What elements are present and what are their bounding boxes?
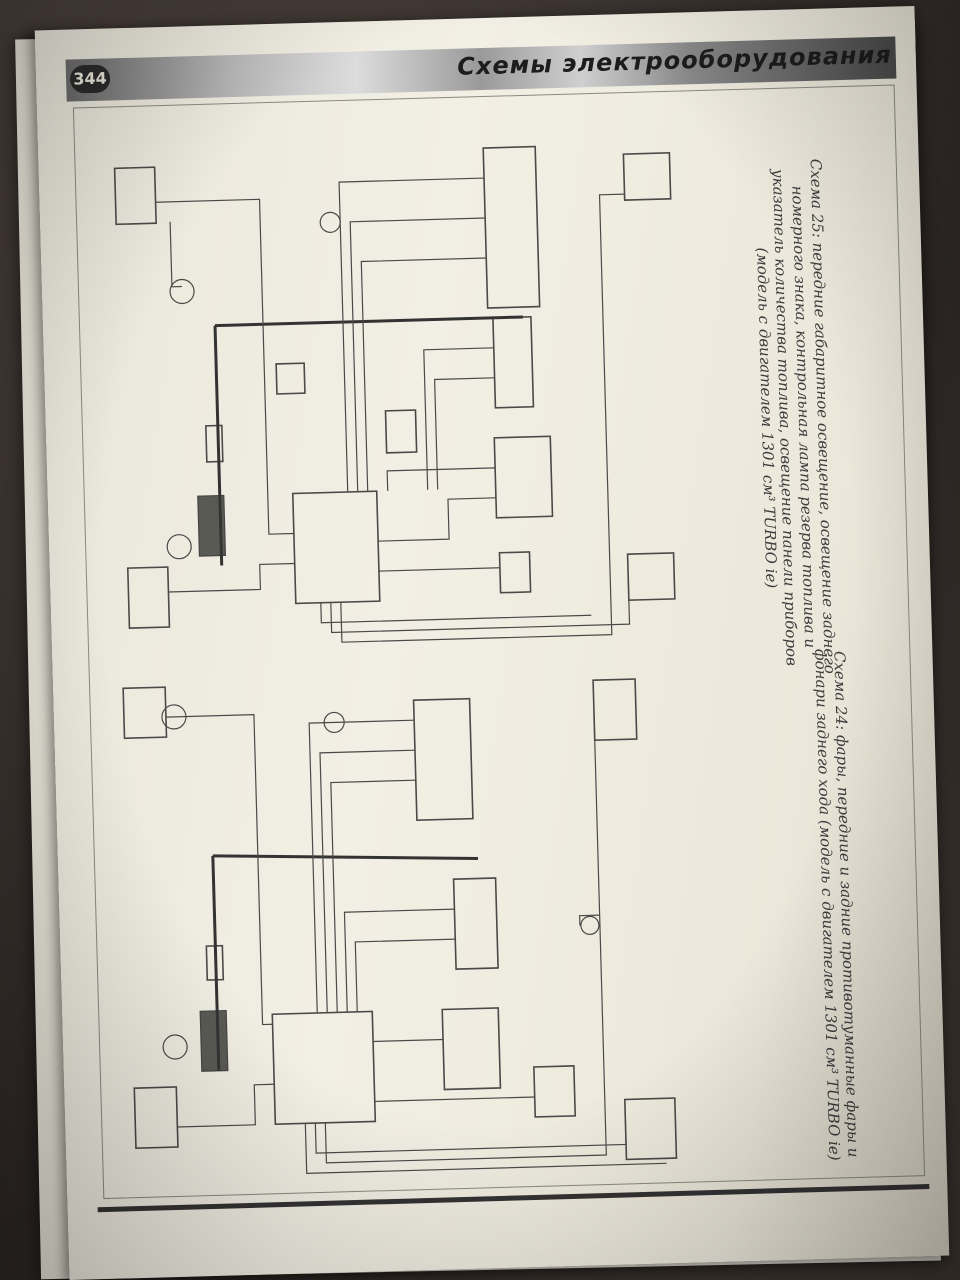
component-block [492, 315, 535, 409]
battery [197, 494, 227, 557]
scheme-24-diagram [122, 678, 678, 1174]
fuse-box [271, 1010, 377, 1126]
component-block [493, 435, 554, 519]
component-block [482, 145, 541, 309]
component-block [626, 552, 676, 601]
book-page: 344 Схемы электрооборудования [34, 5, 950, 1280]
battery [199, 1009, 229, 1072]
component-block [113, 166, 157, 226]
component-block [122, 686, 168, 740]
component-block [384, 409, 418, 454]
component-block [412, 697, 474, 821]
component-block [622, 152, 672, 201]
component-block [533, 1065, 577, 1118]
component-block [441, 1007, 502, 1091]
component-block [205, 424, 224, 463]
component-block [275, 362, 306, 395]
component-block [133, 1086, 179, 1149]
caption-scheme-25: Схема 25: передние габаритное освещение,… [750, 159, 839, 676]
wiring-diagram [113, 145, 678, 1174]
component-block [623, 1097, 678, 1161]
scheme-25-diagram [113, 145, 676, 643]
component-block [592, 678, 638, 741]
component-block [126, 566, 171, 629]
component-block [452, 877, 499, 970]
component-block [498, 551, 532, 594]
fuse-box [291, 490, 381, 605]
